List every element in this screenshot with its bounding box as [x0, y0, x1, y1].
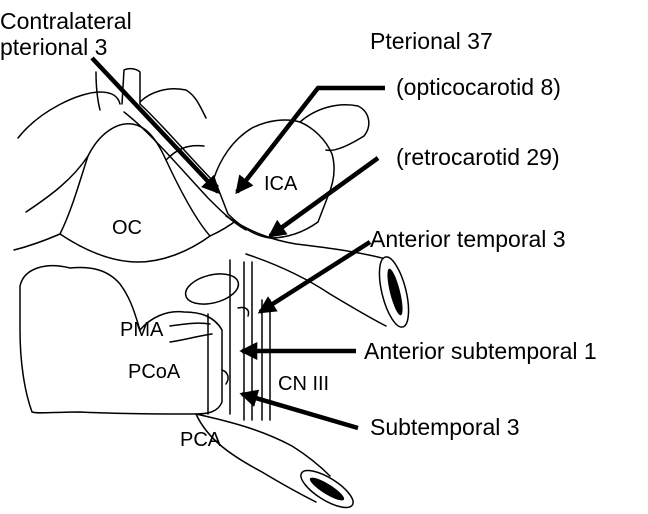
arrow-anterior-temporal: [260, 242, 370, 312]
arrow-contralateral: [92, 58, 218, 192]
pcoa-perforator: [222, 370, 228, 384]
subtemporal-label: Subtemporal 3: [370, 416, 520, 439]
left-brain-outline: [18, 92, 120, 138]
ica-label: ICA: [264, 174, 297, 194]
opticocarotid-label: (opticocarotid 8): [396, 76, 561, 99]
retrocarotid-label: (retrocarotid 29): [396, 146, 560, 169]
anterior-temporal-label: Anterior temporal 3: [370, 228, 566, 251]
optic-chiasm: [60, 124, 210, 262]
left-optic-nerve: [14, 156, 88, 250]
cn3-label: CN III: [278, 374, 329, 394]
pcoa-label: PCoA: [128, 362, 180, 382]
contralateral-approach-label: pterional 3: [0, 36, 107, 59]
pca-tube-lower: [196, 414, 316, 502]
anterior-subtemporal-label: Anterior subtemporal 1: [364, 340, 597, 363]
contralateral-label: Contralateral: [0, 10, 132, 33]
pterional-label: Pterional 37: [370, 30, 493, 53]
oc-label: OC: [112, 218, 142, 238]
pma-label: PMA: [120, 320, 163, 340]
pca-label: PCA: [180, 430, 221, 450]
dorsum-ellipse: [182, 269, 241, 309]
arrow-subtemporal: [242, 394, 358, 428]
pma-branch: [170, 323, 212, 342]
ica-tube-lower: [246, 254, 386, 326]
